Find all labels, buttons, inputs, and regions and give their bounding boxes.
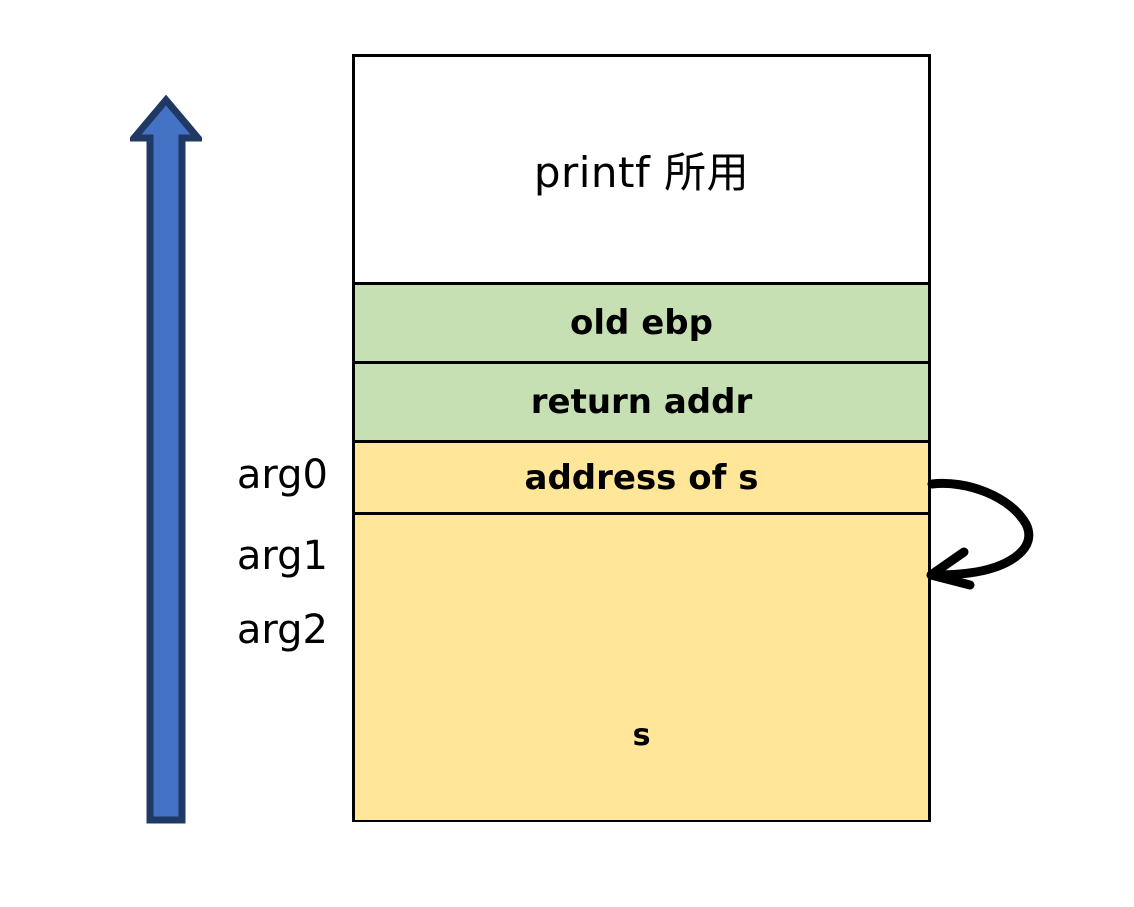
stack-row-label-printf: printf 所用 bbox=[533, 148, 750, 197]
address-of-s-pointer-arrow bbox=[918, 466, 1053, 591]
arg-label-arg0: arg0 bbox=[236, 452, 328, 498]
stack-row-label-old-ebp: old ebp bbox=[570, 303, 713, 343]
stack-row-label-return-addr: return addr bbox=[530, 382, 753, 422]
up-arrow-icon bbox=[126, 94, 206, 824]
stack-row-buffer-s: s bbox=[355, 515, 928, 820]
stack-row-label-buffer-s: s bbox=[632, 718, 651, 753]
arg-label-arg2: arg2 bbox=[236, 607, 328, 653]
stack-row-label-address-of-s: address of s bbox=[524, 457, 759, 498]
stack-growth-arrow bbox=[126, 94, 206, 826]
stack-row-old-ebp: old ebp bbox=[355, 285, 928, 364]
stack-row-return-addr: return addr bbox=[355, 364, 928, 443]
stack-row-printf: printf 所用 bbox=[355, 57, 928, 285]
arg-label-arg1: arg1 bbox=[236, 533, 328, 579]
stack-frame-box: printf 所用 old ebp return addr address of… bbox=[352, 54, 931, 822]
arrowhead-icon bbox=[926, 547, 975, 590]
stack-row-address-of-s: address of s bbox=[355, 443, 928, 515]
curve-path-icon bbox=[927, 478, 1034, 580]
